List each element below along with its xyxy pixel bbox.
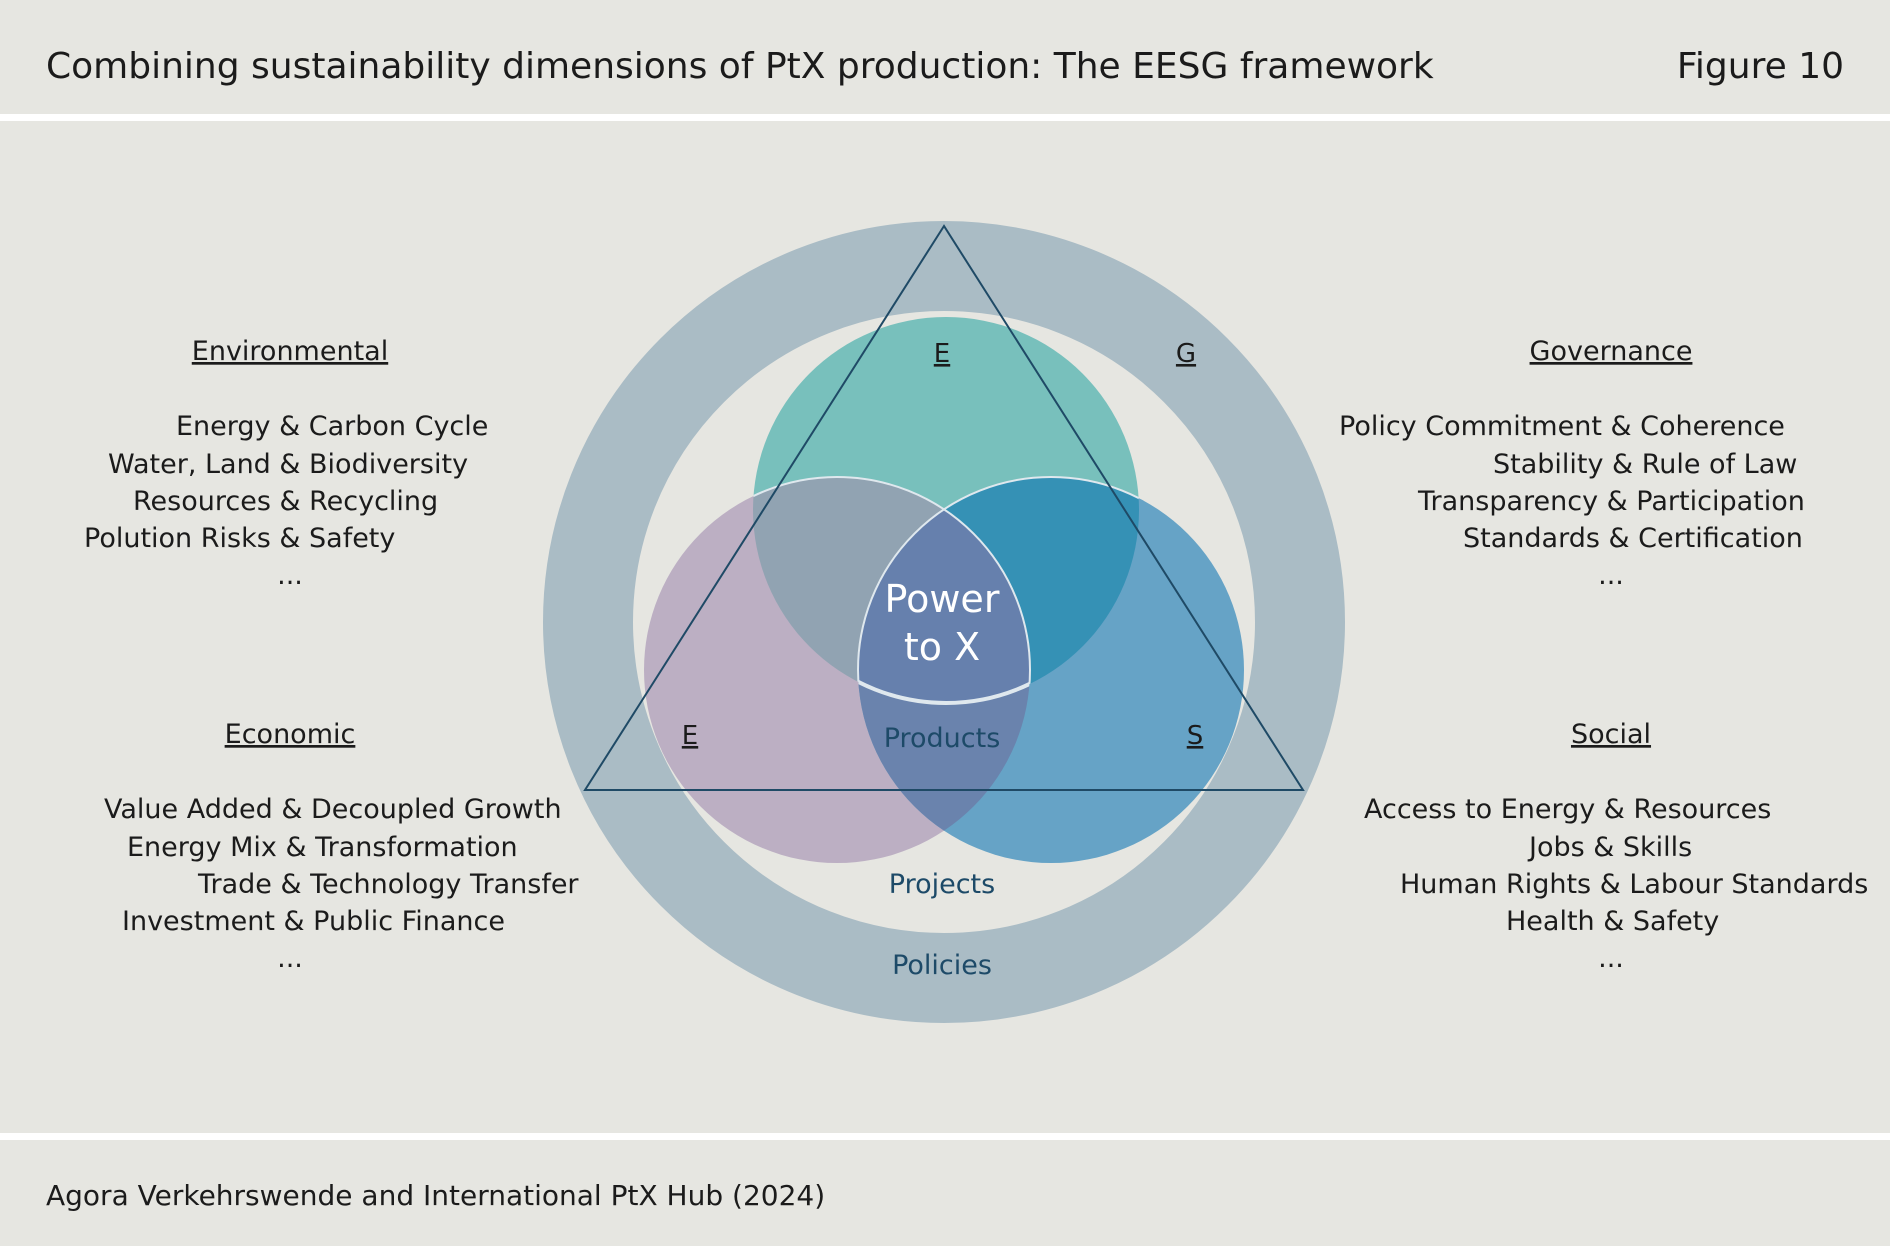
list-item: Stability & Rule of Law <box>1493 449 1797 480</box>
list-item: Resources & Recycling <box>133 486 438 517</box>
governance-list: Governance Policy Commitment & Coherence… <box>1339 336 1805 591</box>
list-item: Jobs & Skills <box>1527 832 1692 863</box>
figure-title: Combining sustainability dimensions of P… <box>46 46 1434 87</box>
letter-social: S <box>1187 721 1204 751</box>
header-divider <box>0 114 1890 121</box>
list-item: Health & Safety <box>1506 906 1719 937</box>
governance-heading: Governance <box>1530 336 1693 367</box>
center-outline-right <box>857 476 1139 703</box>
footer-divider <box>0 1133 1890 1140</box>
list-item: ... <box>1598 560 1624 591</box>
figure-number: Figure 10 <box>1677 46 1844 87</box>
list-item: Polution Risks & Safety <box>84 523 395 554</box>
list-item: ... <box>1598 943 1624 974</box>
center-label-line1: Power <box>885 577 1000 621</box>
list-item: Policy Commitment & Coherence <box>1339 411 1785 442</box>
list-item: Transparency & Participation <box>1417 486 1805 517</box>
list-item: Water, Land & Biodiversity <box>108 449 468 480</box>
products-label: Products <box>884 723 1001 754</box>
center-outline-left <box>753 476 1031 703</box>
environmental-heading: Environmental <box>192 336 388 367</box>
eesg-triangle <box>583 224 1305 791</box>
social-list: Social Access to Energy & Resources Jobs… <box>1364 719 1868 974</box>
projects-label: Projects <box>889 869 995 900</box>
list-item: Energy & Carbon Cycle <box>176 411 488 442</box>
letter-environmental: E <box>934 339 950 369</box>
list-item: Access to Energy & Resources <box>1364 794 1771 825</box>
social-heading: Social <box>1571 719 1651 750</box>
center-label-line2: to X <box>904 625 980 669</box>
list-item: Human Rights & Labour Standards <box>1400 869 1868 900</box>
letter-economic: E <box>682 721 698 751</box>
list-item: Energy Mix & Transformation <box>127 832 518 863</box>
list-item: ... <box>277 560 303 591</box>
letter-governance: G <box>1176 339 1196 369</box>
list-item: Value Added & Decoupled Growth <box>104 794 562 825</box>
environmental-list: Environmental Energy & Carbon Cycle Wate… <box>84 336 488 591</box>
list-item: Trade & Technology Transfer <box>197 869 579 900</box>
list-item: Standards & Certification <box>1463 523 1803 554</box>
list-item: Investment & Public Finance <box>122 906 505 937</box>
economic-list: Economic Value Added & Decoupled Growth … <box>104 719 579 974</box>
policies-label: Policies <box>892 950 992 981</box>
policies-ring <box>543 221 1345 1023</box>
economic-heading: Economic <box>225 719 356 750</box>
source-note: Agora Verkehrswende and International Pt… <box>46 1179 825 1212</box>
list-item: ... <box>277 943 303 974</box>
